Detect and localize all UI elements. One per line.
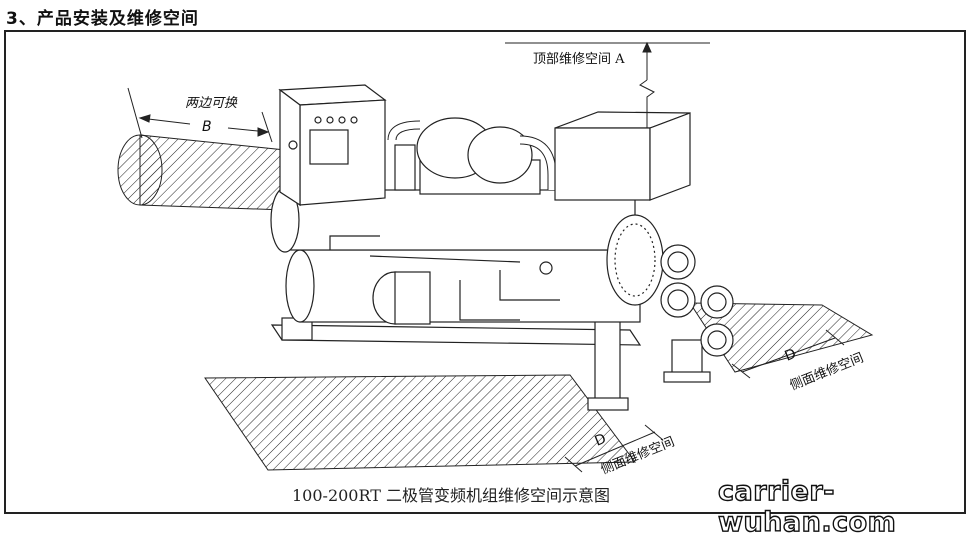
- d-dimension-front: [564, 424, 664, 473]
- compressor: [387, 117, 557, 195]
- side-space-label-right: 侧面维修空间: [788, 351, 866, 394]
- b-dimension: [127, 87, 273, 143]
- chiller-maintenance-diagram: 顶部维修空间 A 两边可换 B D 侧面维修空间 D 侧面维修空间: [117, 41, 874, 478]
- control-cabinet: [278, 84, 387, 207]
- side-label-b: 两边可换: [185, 96, 238, 111]
- page-title: 3、产品安装及维修空间: [6, 9, 199, 29]
- piping: [329, 235, 560, 321]
- chiller-base: [270, 317, 711, 411]
- d-dimension-right: [731, 329, 845, 379]
- top-space-dimension: [505, 41, 710, 128]
- diagram-caption: 100-200RT 二极管变频机组维修空间示意图: [292, 486, 611, 505]
- left-tube-pull-area: [117, 134, 286, 211]
- top-space-label: 顶部维修空间 A: [533, 52, 625, 67]
- top-clearance-box: [554, 111, 691, 201]
- water-nozzles: [660, 244, 734, 357]
- watermark: carrier-wuhan.com: [717, 475, 897, 538]
- dim-b-label: B: [202, 119, 212, 135]
- condenser-shell: [285, 249, 641, 325]
- front-service-area: [204, 374, 636, 471]
